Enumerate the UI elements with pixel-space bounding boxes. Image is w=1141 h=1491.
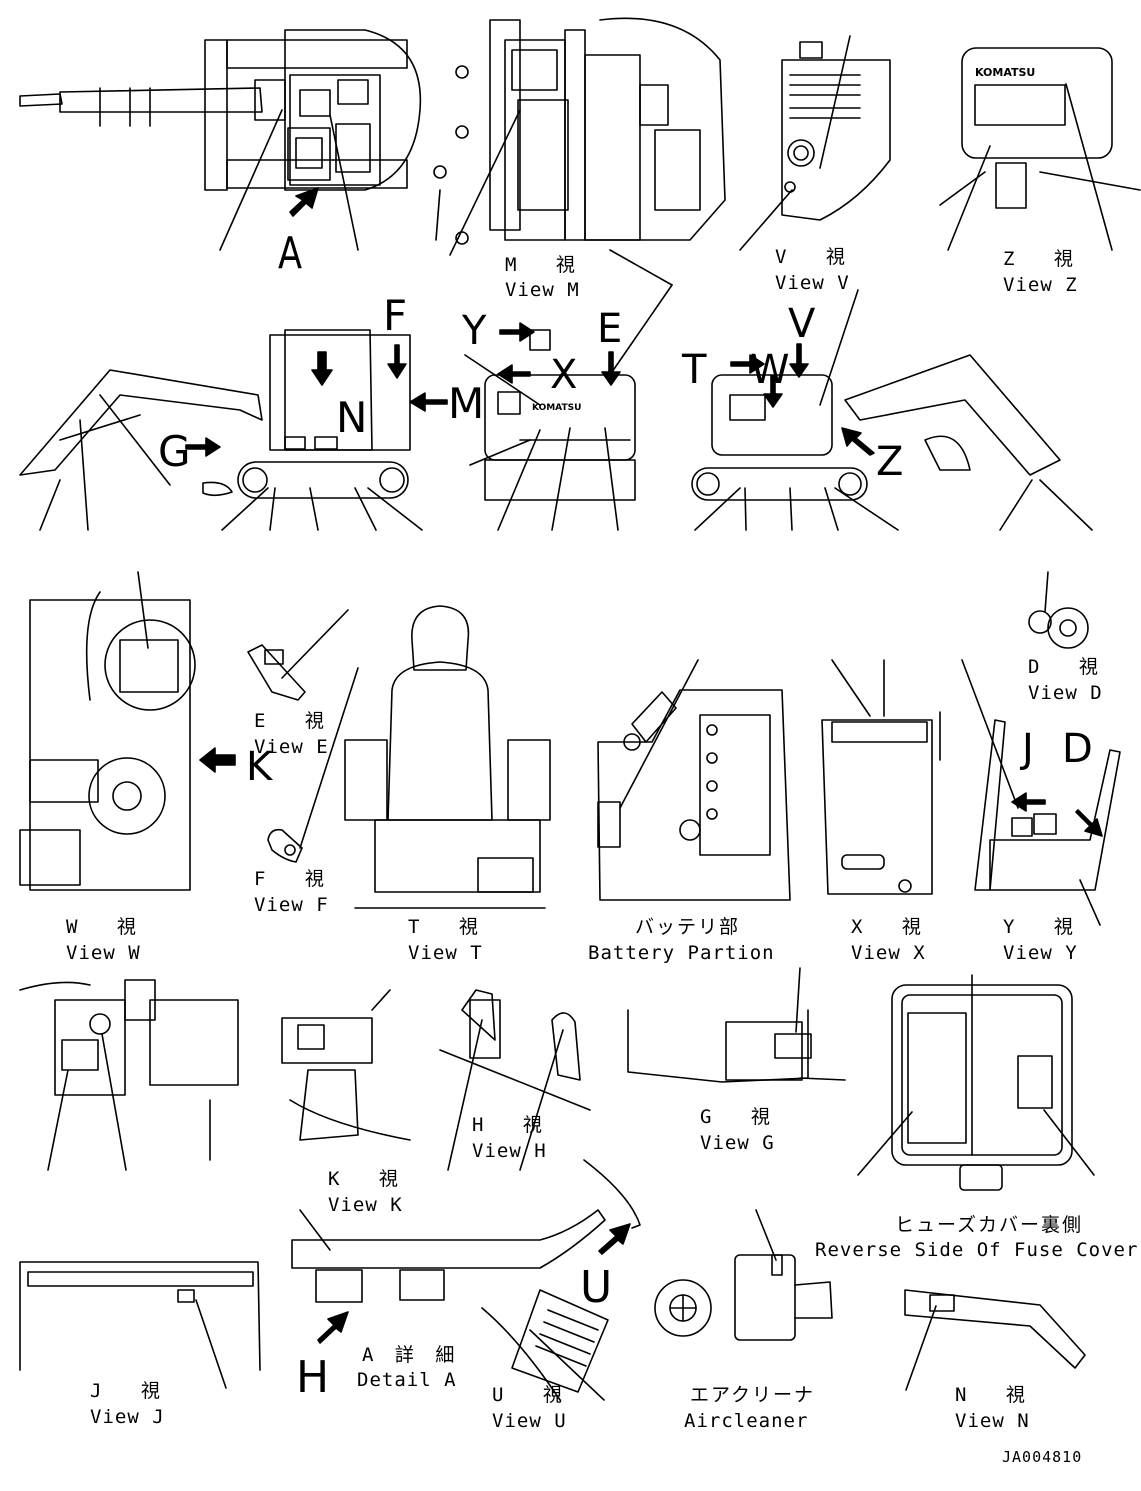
view-d-drawing [1028,571,1089,649]
excavator-rear-view: KOMATSU [464,284,673,531]
view-n-en-label: View N [955,1410,1030,1432]
aircleaner-drawing [654,1209,833,1341]
view-g-en-label: View G [700,1132,775,1154]
arrow-letter-a: A [278,228,302,279]
view-x-drawing [821,659,941,895]
arrow-letter-k: K [246,744,274,790]
arrow-letter-f: F [383,291,407,340]
arrow-letter-j: J [1019,726,1034,772]
arrow-letter-u: U [580,1262,612,1313]
view-m-jp-label: M 視 [505,254,589,276]
view-w-drawing [19,571,236,891]
arrow-letter-h: H [296,1352,329,1403]
view-m-en-label: View M [505,279,580,301]
view-n-drawing [904,1289,1086,1391]
view-t-drawing [344,605,551,909]
fuse-cover-jp-label: ヒューズカバー裏側 [895,1214,1084,1236]
arrow-letter-z: Z [876,439,903,485]
view-j-drawing [19,1261,261,1389]
view-x-jp-label: X 視 [851,916,935,938]
arrow-letter-y: Y [461,308,487,354]
view-u-jp-label: U 視 [492,1384,576,1406]
arrow-letter-d: D [1062,726,1093,772]
fuse-cover-drawing [857,974,1095,1191]
view-k-en-label: View K [328,1194,403,1216]
aircleaner-en-label: Aircleaner [684,1410,809,1432]
view-v-jp-label: V 視 [775,246,859,268]
view-e-drawing [247,609,349,701]
arrow-letter-n: N [336,393,367,442]
view-h-drawing [439,989,591,1171]
view-n-jp-label: N 視 [955,1384,1039,1406]
detail-a-jp-label: A 詳 細 [362,1344,460,1366]
view-x-en-label: View X [851,942,926,964]
view-u-drawing [481,1289,609,1401]
view-z-jp-label: Z 視 [1003,248,1087,270]
brand-plate-text: KOMATSU [975,66,1035,79]
battery-jp-label: バッテリ部 [635,916,741,938]
view-w-en-label: View W [66,942,141,964]
view-y-jp-label: Y 視 [1003,916,1087,938]
view-u-en-label: View U [492,1410,567,1432]
arrow-letter-w: W [750,347,790,393]
arrow-letter-t: T [681,347,707,393]
fuse-cover-en-label: Reverse Side Of Fuse Cover [815,1239,1139,1261]
view-t-en-label: View T [408,942,483,964]
detail-a-drawing [291,1159,641,1344]
view-z-drawing: KOMATSU [939,47,1141,251]
view-g-drawing [627,967,846,1083]
view-w-jp-label: W 視 [66,916,150,938]
detail-a-en-label: Detail A [357,1369,457,1391]
arrow-letter-e: E [597,306,622,352]
view-y-drawing [961,659,1121,926]
view-h-en-label: View H [472,1140,547,1162]
arrow-letter-g: G [158,427,191,476]
aircleaner-jp-label: エアクリーナ [690,1384,816,1406]
view-z-en-label: View Z [1003,274,1078,296]
excavator-top-view [19,29,422,251]
view-f-jp-label: F 視 [254,868,338,890]
battery-portion-drawing [597,659,791,901]
view-d-en-label: View D [1028,682,1103,704]
view-f-en-label: View F [254,894,329,916]
battery-en-label: Battery Partion [588,942,775,964]
view-e-en-label: View E [254,736,329,758]
bottom-left-detail-drawing [19,979,239,1171]
excavator-left-side-view [19,329,448,531]
view-m-drawing [433,17,726,286]
arrow-letter-v: V [788,301,816,347]
view-d-jp-label: D 視 [1028,656,1112,678]
view-y-en-label: View Y [1003,942,1078,964]
view-h-jp-label: H 視 [472,1114,556,1136]
view-k-jp-label: K 視 [328,1168,412,1190]
view-j-jp-label: J 視 [90,1380,174,1402]
drawing-code: JA004810 [1002,1448,1083,1466]
excavator-right-side-view [691,289,1093,531]
view-t-jp-label: T 視 [408,916,492,938]
view-e-jp-label: E 視 [254,710,338,732]
arrow-letter-x: X [550,352,577,398]
rear-brand-text: KOMATSU [532,403,581,413]
arrow-letter-m: M [448,379,484,428]
view-k-drawing [281,989,411,1141]
view-f-drawing [267,667,359,863]
view-g-jp-label: G 視 [700,1106,784,1128]
view-v-en-label: View V [775,272,850,294]
view-v-drawing [739,35,891,251]
view-j-en-label: View J [90,1406,165,1428]
